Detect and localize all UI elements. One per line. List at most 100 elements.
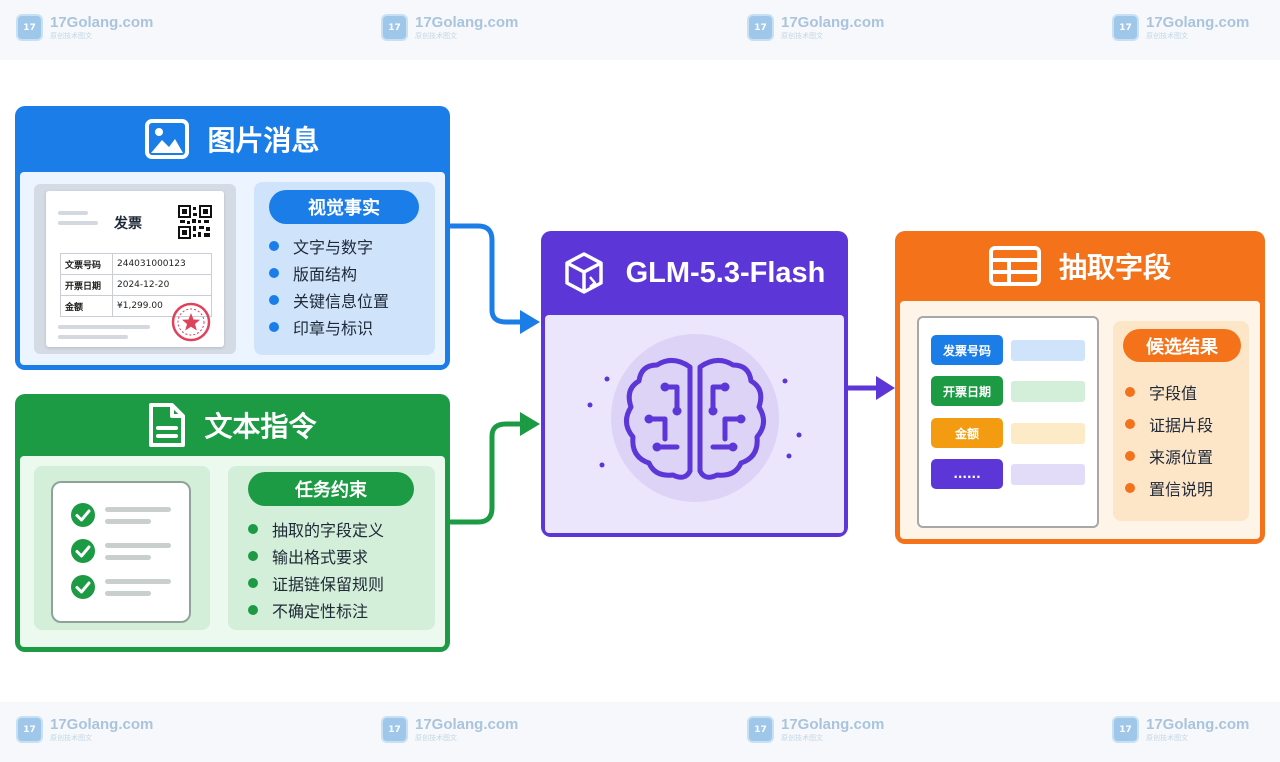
text-instruction-header: 文本指令 (15, 394, 450, 456)
list-item: 文字与数字 (269, 232, 389, 259)
watermark-logo-icon: 17 (747, 14, 774, 41)
watermark-tagline: 原创技术图文 (781, 734, 823, 742)
watermark-tagline: 原创技术图文 (415, 734, 457, 742)
cube-icon (564, 251, 604, 295)
watermark-site: 17Golang.com (1146, 716, 1250, 733)
watermark-logo-icon: 17 (747, 716, 774, 743)
candidate-results-list: 字段值 证据片段 来源位置 置信说明 (1125, 376, 1213, 504)
image-message-body: 发票 (20, 172, 445, 365)
watermark-site: 17Golang.com (781, 14, 885, 31)
invoice-value: 244031000123 (112, 253, 212, 275)
field-label: ...... (931, 459, 1003, 489)
list-item: 来源位置 (1125, 440, 1213, 472)
watermark-site: 17Golang.com (415, 716, 519, 733)
task-constraints-pill: 任务约束 (248, 472, 414, 506)
watermark-tagline: 原创技术图文 (50, 734, 92, 742)
candidate-results-card: 候选结果 字段值 证据片段 来源位置 置信说明 (1113, 321, 1249, 521)
table-row: 开票日期 2024-12-20 (60, 274, 212, 296)
invoice-document: 发票 (46, 191, 224, 347)
image-message-panel: 图片消息 发票 (15, 106, 450, 370)
table-icon (988, 246, 1041, 286)
field-label: 开票日期 (931, 376, 1003, 406)
visual-facts-list: 文字与数字 版面结构 关键信息位置 印章与标识 (269, 232, 389, 340)
image-icon (145, 119, 190, 159)
field-row: ...... (931, 459, 1085, 489)
brain-illustration (587, 334, 802, 502)
list-item: 输出格式要求 (248, 542, 384, 569)
list-item: 字段值 (1125, 376, 1213, 408)
field-value (1011, 422, 1085, 444)
image-message-title: 图片消息 (207, 124, 320, 157)
invoice-key: 文票号码 (60, 253, 113, 275)
model-header: GLM-5.3-Flash (541, 231, 848, 315)
checklist-illustration (51, 481, 191, 623)
text-instruction-title: 文本指令 (204, 410, 317, 443)
list-item: 抽取的字段定义 (248, 515, 384, 542)
field-label: 发票号码 (931, 335, 1003, 365)
candidate-results-pill: 候选结果 (1123, 329, 1241, 362)
invoice-value: 2024-12-20 (112, 274, 212, 296)
extract-fields-body: 发票号码 开票日期 金额 ...... 候选结果 字段值 证据片段 来源位置 (900, 301, 1260, 539)
text-instruction-body: 任务约束 抽取的字段定义 输出格式要求 证据链保留规则 不确定性标注 (20, 456, 445, 647)
stamp-icon (170, 301, 212, 343)
watermark-logo-icon: 17 (16, 14, 43, 41)
list-item: 证据片段 (1125, 408, 1213, 440)
list-item: 置信说明 (1125, 472, 1213, 504)
list-item: 不确定性标注 (248, 596, 384, 623)
check-icon (71, 503, 95, 527)
visual-facts-card: 视觉事实 文字与数字 版面结构 关键信息位置 印章与标识 (254, 182, 435, 355)
table-row: 金额 ¥1,299.00 (60, 295, 212, 317)
watermark-site: 17Golang.com (415, 14, 519, 31)
watermark-site: 17Golang.com (50, 716, 154, 733)
table-row: 文票号码 244031000123 (60, 253, 212, 275)
invoice-value: ¥1,299.00 (112, 295, 212, 317)
list-item: 关键信息位置 (269, 286, 389, 313)
arrow-image-to-model (450, 223, 522, 325)
extract-fields-title: 抽取字段 (1058, 251, 1171, 284)
field-row: 金额 (931, 418, 1085, 448)
watermark-site: 17Golang.com (1146, 14, 1250, 31)
watermark-tagline: 原创技术图文 (415, 32, 457, 40)
qr-code-icon (178, 205, 212, 239)
invoice-key: 金额 (60, 295, 113, 317)
checklist-card (34, 466, 210, 630)
watermark-tagline: 原创技术图文 (50, 32, 92, 40)
model-title: GLM-5.3-Flash (625, 256, 826, 289)
watermark-logo-icon: 17 (381, 716, 408, 743)
invoice-key: 开票日期 (60, 274, 113, 296)
image-message-header: 图片消息 (15, 106, 450, 172)
watermark-tagline: 原创技术图文 (1146, 734, 1188, 742)
model-body (545, 315, 844, 533)
watermark-logo-icon: 17 (16, 716, 43, 743)
arrow-head-blue (520, 310, 540, 334)
arrow-head-purple (876, 376, 895, 400)
watermark-logo-icon: 17 (381, 14, 408, 41)
field-value (1011, 463, 1085, 485)
invoice-title: 发票 (114, 216, 142, 232)
field-label: 金额 (931, 418, 1003, 448)
watermark-site: 17Golang.com (50, 14, 154, 31)
watermark-logo-icon: 17 (1112, 716, 1139, 743)
extract-fields-header: 抽取字段 (895, 231, 1265, 301)
field-value (1011, 380, 1085, 402)
model-panel: GLM-5.3-Flash (541, 231, 848, 537)
list-item: 版面结构 (269, 259, 389, 286)
list-item: 印章与标识 (269, 313, 389, 340)
watermark-tagline: 原创技术图文 (1146, 32, 1188, 40)
text-instruction-panel: 文本指令 任务约束 抽取的字段定义 (15, 394, 450, 652)
watermark-tagline: 原创技术图文 (781, 32, 823, 40)
watermark-site: 17Golang.com (781, 716, 885, 733)
task-constraints-list: 抽取的字段定义 输出格式要求 证据链保留规则 不确定性标注 (248, 515, 384, 623)
watermark-logo-icon: 17 (1112, 14, 1139, 41)
field-row: 开票日期 (931, 376, 1085, 406)
